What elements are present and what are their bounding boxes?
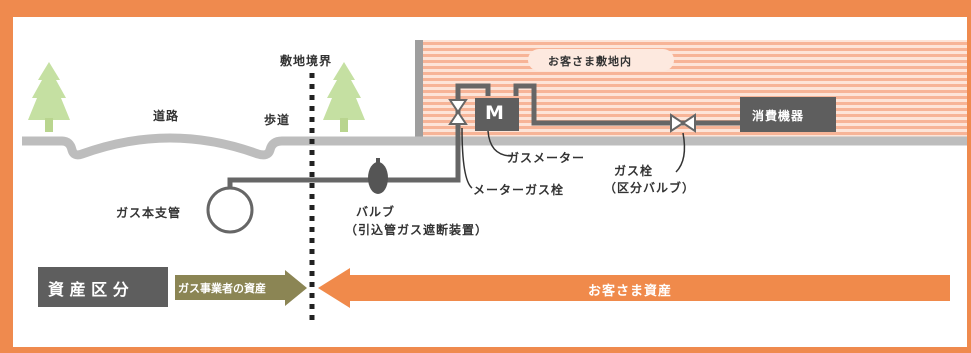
gas-cock-icon [670, 113, 696, 133]
gas-meter-label: ガスメーター [507, 151, 586, 165]
leader-gas-meter [487, 130, 513, 157]
main-pipe-icon [206, 186, 254, 234]
sidewalk-label: 歩道 [264, 113, 291, 127]
customer-assets-label: お客さま資産 [588, 284, 673, 299]
meter-gas-cock-label: メーターガス栓 [473, 183, 565, 197]
meter-symbol: M [485, 102, 504, 124]
gas-cock-label-line2: （区分バルブ） [604, 181, 696, 195]
customer-asset-arrow [318, 268, 950, 308]
ground-line [22, 133, 967, 160]
premises-label-pill [528, 49, 674, 71]
valve-label-line1: バルブ [356, 205, 396, 219]
gas-meter-box [475, 98, 519, 131]
utility-assets-label: ガス事業者の資産 [178, 282, 266, 295]
boundary-label: 敷地境界 [280, 54, 333, 68]
tree-icon [323, 62, 365, 132]
valve-label-line2: （引込管ガス遮断装置） [345, 223, 489, 237]
appliance-label: 消費機器 [752, 109, 805, 123]
house-pipe-outlet [513, 83, 740, 126]
leader-meter-gas-cock [461, 127, 473, 189]
leader-gas-cock [675, 132, 686, 173]
gas-cock-label-line1: ガス栓 [614, 164, 654, 178]
shutoff-valve-icon [368, 158, 388, 194]
asset-title-box [38, 267, 168, 307]
asset-title: 資 産 区 分 [48, 280, 129, 299]
utility-asset-arrow [175, 270, 307, 306]
tree-icon [28, 62, 70, 132]
main-pipe-label: ガス本支管 [116, 206, 182, 220]
meter-gas-cock-icon [448, 99, 468, 125]
premises-label: お客さま敷地内 [548, 55, 632, 68]
service-pipe [227, 140, 461, 188]
road-label: 道路 [153, 109, 180, 123]
appliance-box [740, 97, 836, 132]
premises-edge [415, 40, 423, 140]
